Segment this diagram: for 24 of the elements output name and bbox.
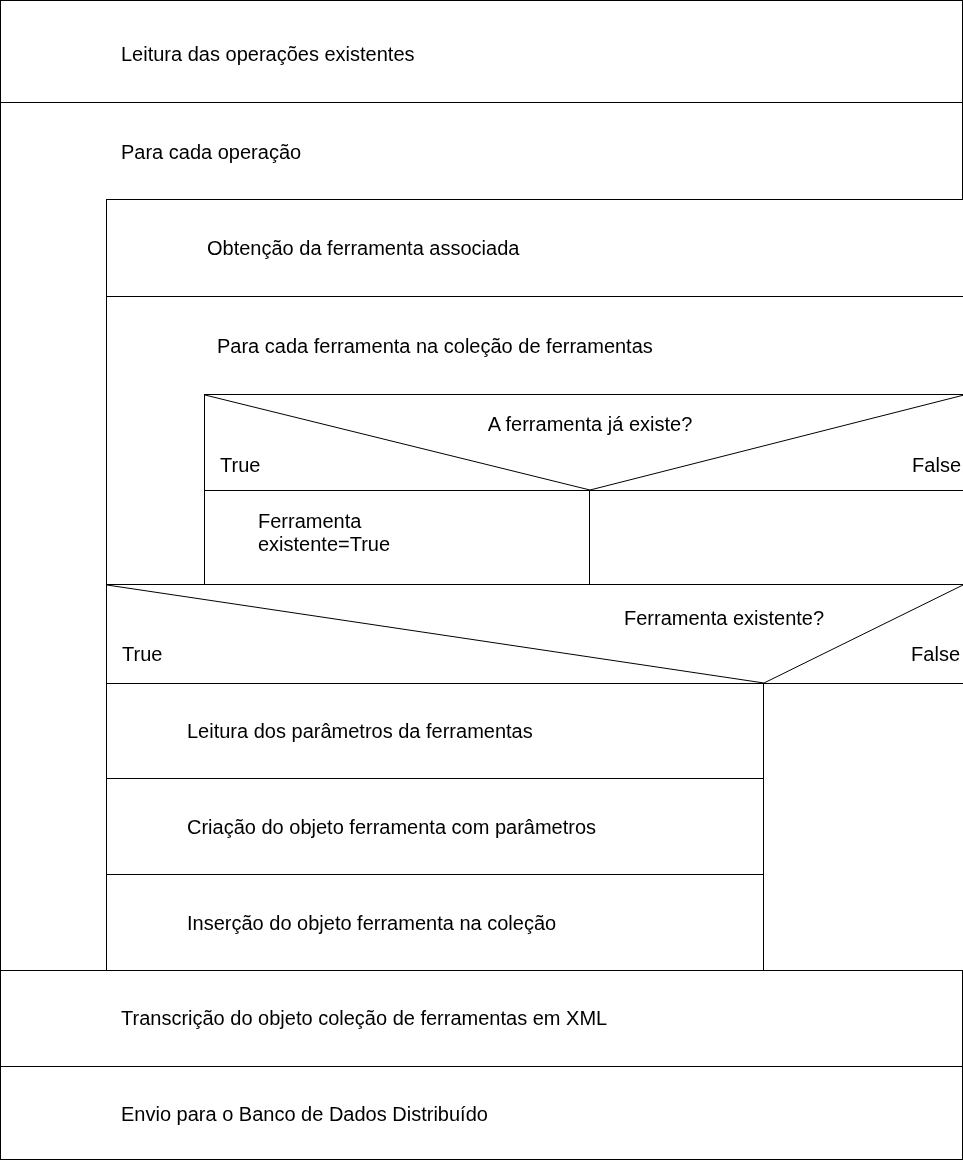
step-text: Leitura dos parâmetros da ferramentas <box>187 720 533 743</box>
branch-label: True <box>220 454 261 477</box>
branch-label: True <box>122 643 163 666</box>
step-text: Obtenção da ferramenta associada <box>207 237 520 260</box>
condition-text: Ferramenta existente? <box>624 607 825 630</box>
step-text: Envio para o Banco de Dados Distribuído <box>121 1103 488 1126</box>
loop-heading: Para cada operação <box>121 141 302 164</box>
step-text: Criação do objeto ferramenta com parâmetros <box>187 816 597 839</box>
process-block <box>0 970 963 1067</box>
condition-text: A ferramenta já existe? <box>487 413 693 436</box>
loop-block <box>106 296 963 585</box>
loop-block <box>0 102 963 971</box>
step-text: Ferramenta existente=True <box>258 510 392 556</box>
loop-heading: Para cada ferramenta na coleção de ferramentas <box>217 335 653 358</box>
process-block <box>0 1066 963 1160</box>
step-text: Leitura das operações existentes <box>121 43 415 66</box>
branch-label: False <box>911 643 960 666</box>
process-block <box>106 199 963 297</box>
step-text: Inserção do objeto ferramenta na coleção <box>187 912 557 935</box>
process-block <box>0 0 963 103</box>
branch-label: False <box>912 454 961 477</box>
decision-block <box>106 584 963 684</box>
decision-block <box>204 394 963 491</box>
step-text: Transcrição do objeto coleção de ferramentas em XML <box>121 1007 608 1030</box>
